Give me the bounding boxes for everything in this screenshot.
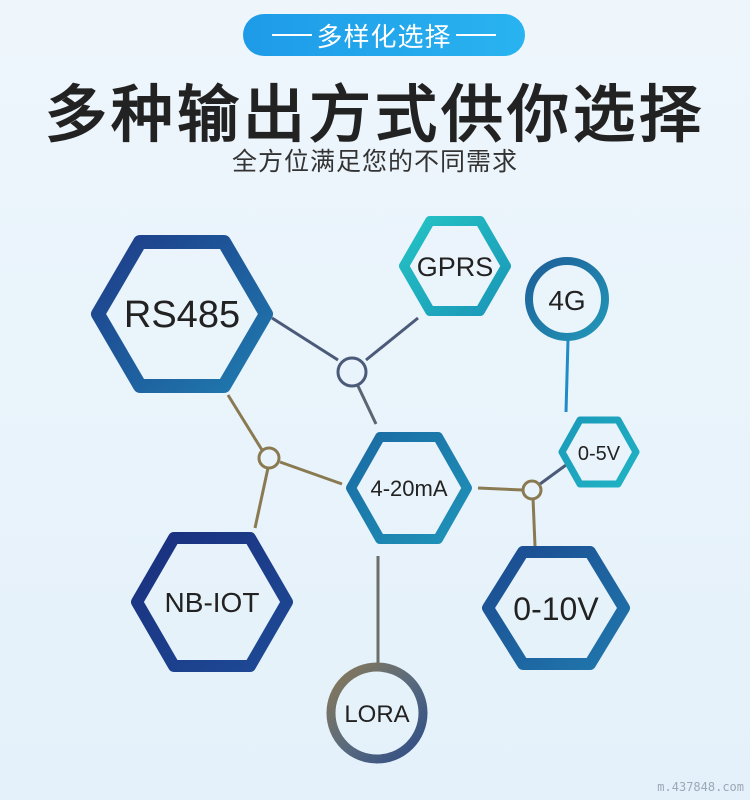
node-nb-iot: NB-IOT	[131, 532, 293, 672]
tag-dash-left	[272, 34, 313, 36]
junction-top	[336, 356, 368, 388]
tag-dash-right	[455, 34, 496, 36]
connector-hub-420	[356, 385, 378, 425]
section-tag: 多样化选择	[243, 14, 525, 56]
connector-lefthub-nbiot	[253, 467, 270, 529]
node-rs485-label: RS485	[124, 294, 240, 336]
connector-lines	[226, 316, 570, 665]
node-4-20ma: 4-20mA	[346, 432, 472, 544]
node-0-5v-label: 0-5V	[578, 443, 621, 465]
node-gprs-label: GPRS	[417, 252, 494, 282]
connector-rs485-hub	[271, 316, 339, 362]
node-0-10v: 0-10V	[482, 546, 630, 670]
node-4g: 4G	[525, 257, 609, 341]
junction-right	[521, 479, 543, 501]
connector-lefthub-420	[279, 460, 343, 486]
node-4-20ma-label: 4-20mA	[370, 476, 447, 501]
connector-4g-05v	[564, 339, 570, 413]
section-tag-text: 多样化选择	[316, 22, 452, 53]
node-rs485: RS485	[91, 235, 273, 393]
junction-left	[257, 446, 281, 470]
node-gprs: GPRS	[399, 216, 511, 316]
node-4g-label: 4G	[548, 285, 585, 316]
connector-righthub-010v	[531, 497, 537, 547]
page-title: 多种输出方式供你选择	[44, 78, 705, 151]
watermark: m.437848.com	[657, 780, 744, 794]
connector-righthub-05v	[539, 463, 567, 486]
node-nb-iot-label: NB-IOT	[165, 587, 260, 618]
node-0-10v-label: 0-10V	[513, 591, 599, 627]
connector-rs485-lefthub	[226, 394, 264, 451]
node-lora-label: LORA	[344, 701, 409, 728]
page-subtitle: 全方位满足您的不同需求	[231, 147, 518, 176]
node-lora: LORA	[326, 662, 428, 764]
connector-420-righthub	[477, 486, 524, 492]
connector-gprs-hub	[365, 316, 419, 362]
node-0-5v: 0-5V	[558, 416, 640, 488]
